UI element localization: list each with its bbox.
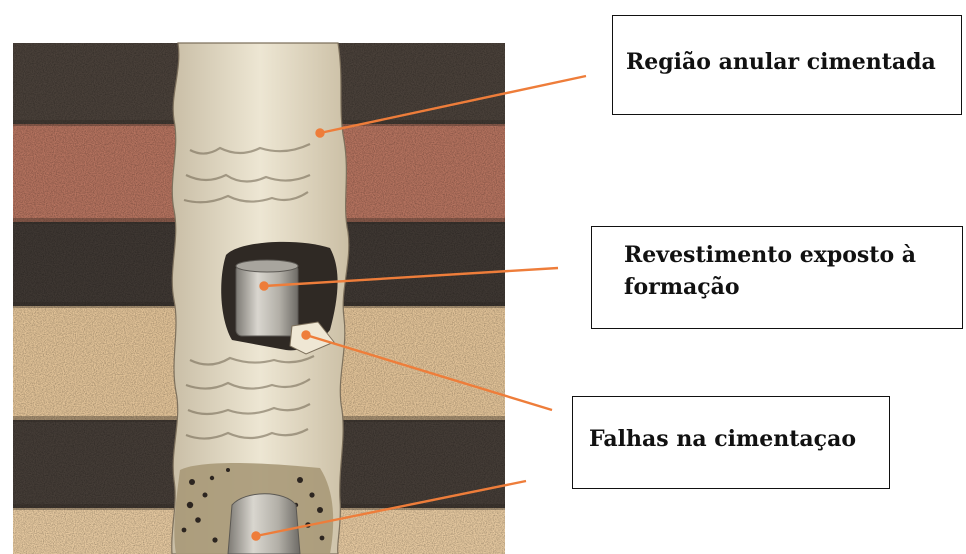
label-exposed-casing: Revestimento exposto à formação bbox=[591, 226, 963, 329]
cement-column bbox=[171, 42, 350, 554]
label-exposed-casing-line2: formação bbox=[624, 274, 740, 300]
exposed-casing bbox=[235, 263, 299, 337]
arrow-exposed-casing bbox=[263, 266, 559, 288]
arrow-annular-region bbox=[319, 74, 587, 135]
lower-casing bbox=[227, 493, 301, 554]
arrow-dot bbox=[301, 330, 311, 340]
arrow-dot bbox=[251, 531, 261, 541]
leader-arrows bbox=[251, 74, 587, 541]
arrow-dot bbox=[259, 281, 269, 291]
label-annular-region-text: Região anular cimentada bbox=[626, 49, 936, 75]
cement-texture bbox=[183, 143, 315, 440]
arrow-cementing-failure bbox=[255, 479, 527, 538]
label-cementing-failures-text: Falhas na cimentaçao bbox=[589, 426, 856, 452]
label-annular-region: Região anular cimentada bbox=[612, 15, 962, 115]
arrow-cement-chip bbox=[305, 333, 553, 412]
casing-top bbox=[235, 259, 299, 273]
arrow-dot bbox=[315, 128, 325, 138]
label-exposed-casing-line1: Revestimento exposto à bbox=[624, 242, 917, 268]
label-cementing-failures: Falhas na cimentaçao bbox=[572, 396, 890, 489]
